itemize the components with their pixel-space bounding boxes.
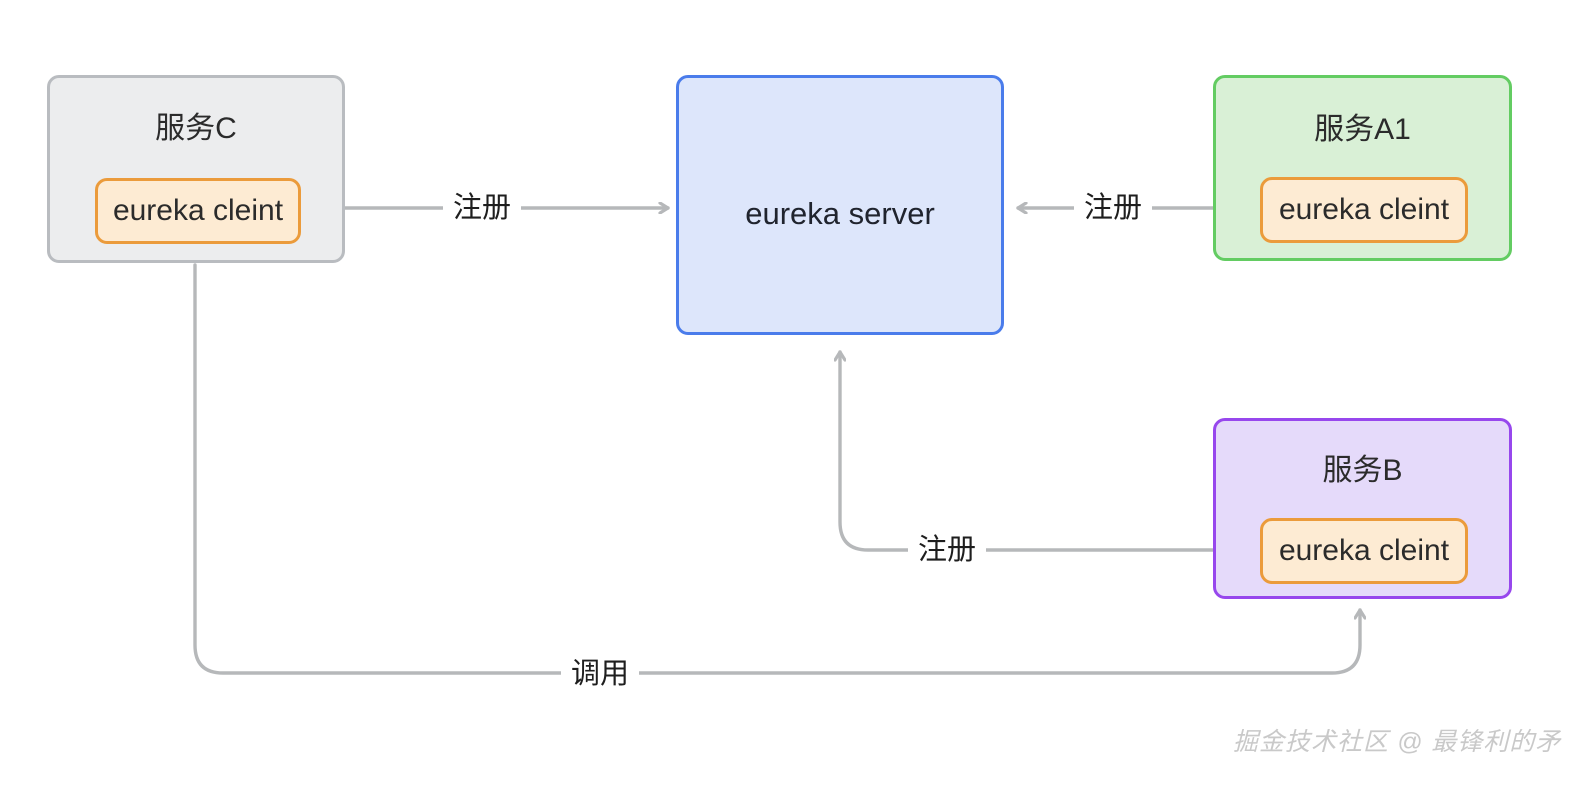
node-service-a1[interactable]: 服务A1 eureka cleint [1213,75,1512,261]
edge-label-register-b: 注册 [908,534,987,567]
watermark: 掘金技术社区 @ 最锋利的矛 [1233,728,1562,756]
service-b-eureka-client-box[interactable]: eureka cleint [1260,518,1468,584]
node-service-c-title: 服务C [155,112,237,145]
node-eureka-server[interactable]: eureka server [676,75,1004,335]
node-service-c[interactable]: 服务C eureka cleint [47,75,345,263]
node-service-b[interactable]: 服务B eureka cleint [1213,418,1512,599]
service-a1-eureka-client-box[interactable]: eureka cleint [1260,177,1468,243]
edge-register-b [840,350,1258,552]
edge-label-register-c: 注册 [443,192,522,225]
node-service-a1-title: 服务A1 [1314,113,1411,146]
edge-label-invoke: 调用 [561,658,640,691]
service-c-eureka-client-box[interactable]: eureka cleint [95,178,301,244]
edge-label-register-a1: 注册 [1074,192,1153,225]
node-service-b-title: 服务B [1322,454,1403,487]
node-eureka-server-label: eureka server [745,196,935,231]
